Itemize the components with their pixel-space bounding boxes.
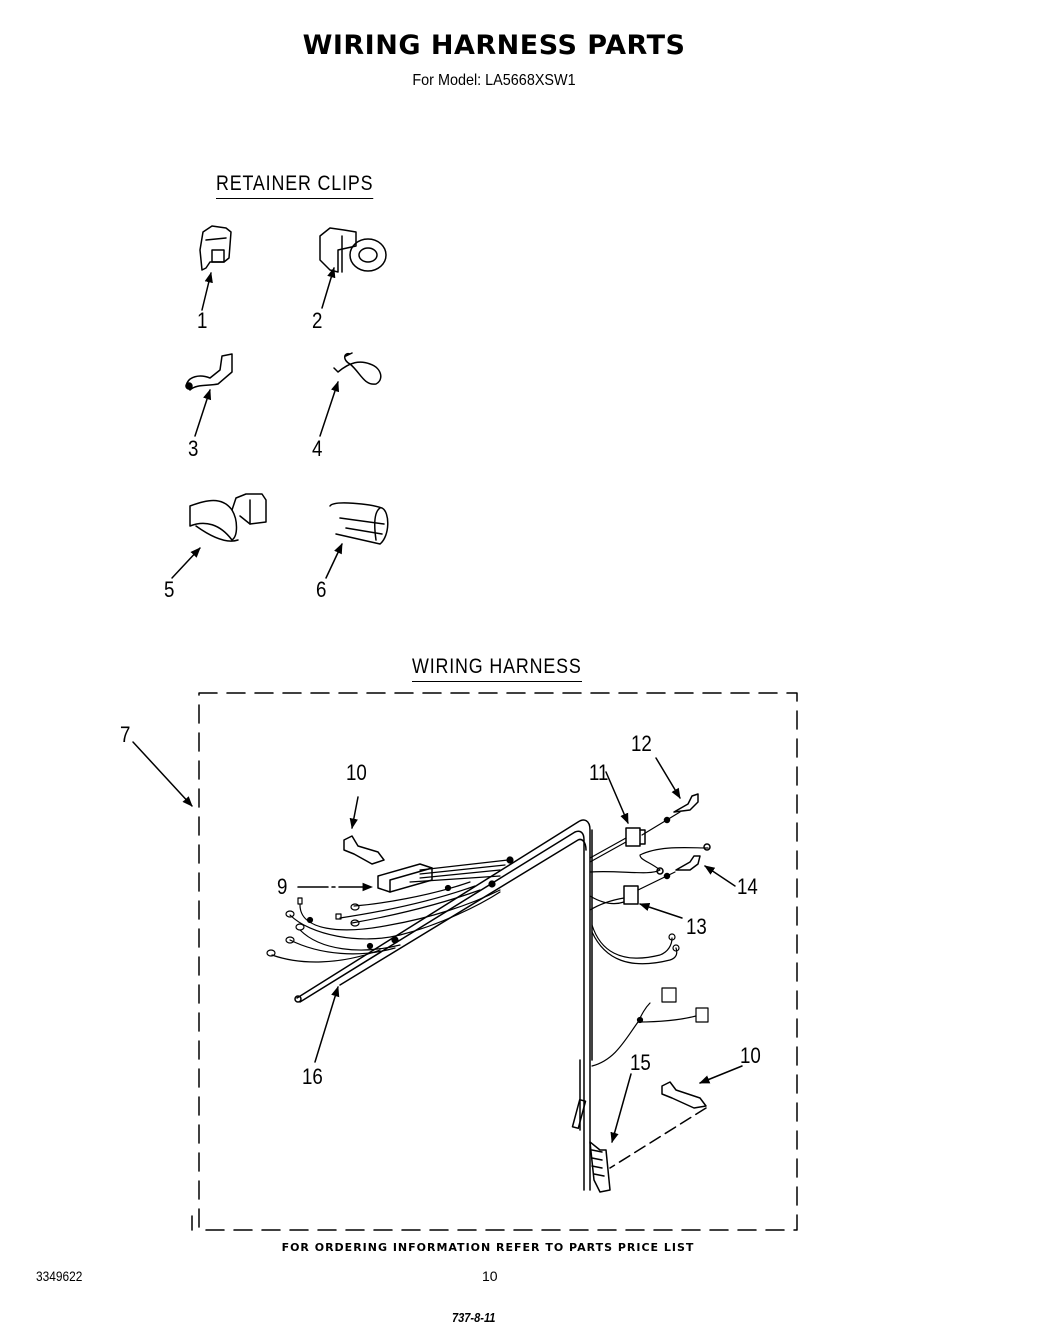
callout-16: 16: [302, 1064, 323, 1089]
callout-4: 4: [312, 436, 323, 461]
ordering-note: FOR ORDERING INFORMATION REFER TO PARTS …: [281, 1241, 695, 1254]
callout-12: 12: [631, 731, 652, 756]
clip-4-icon: [319, 352, 382, 437]
callout-16-arrow: [314, 985, 340, 1063]
harness-frame: [198, 692, 798, 1231]
callout-10-lower: 10: [740, 1043, 761, 1068]
callout-11: 11: [589, 760, 609, 785]
terminal-lower-icon: [609, 1065, 743, 1169]
callout-15: 15: [630, 1050, 651, 1075]
callout-3: 3: [188, 436, 199, 461]
callout-7-arrow: [132, 741, 193, 807]
callout-13: 13: [686, 914, 707, 939]
callout-7: 7: [120, 722, 131, 747]
clip-5-icon: [171, 493, 267, 579]
lower-leads-icon: [591, 924, 709, 1067]
callout-14: 14: [737, 874, 758, 899]
multi-connector-icon: [589, 1073, 632, 1193]
page-number: 10: [482, 1268, 498, 1284]
callout-9: 9: [277, 874, 288, 899]
page-title: WIRING HARNESS PARTS: [302, 30, 686, 61]
harness-trunk-icon: [294, 819, 593, 1191]
callout-1: 1: [197, 308, 208, 333]
clip-6-icon: [325, 502, 389, 579]
connector-upper-icon: [589, 757, 699, 863]
connector-lower-icon: [589, 843, 736, 919]
terminal-upper-icon: [343, 796, 385, 865]
loose-leads-icon: [266, 856, 514, 963]
callout-2: 2: [312, 308, 323, 333]
connector-block-icon: [377, 859, 509, 893]
clip-3-icon: [185, 353, 233, 437]
callout-10-upper: 10: [346, 760, 367, 785]
clip-2-icon: [319, 227, 387, 309]
wiring-harness-heading: WIRING HARNESS: [412, 655, 582, 682]
document-number: 3349622: [36, 1268, 83, 1284]
handwritten-code: 737-8-11: [452, 1310, 496, 1325]
callout-5: 5: [164, 577, 175, 602]
callout-6: 6: [316, 577, 327, 602]
clip-1-icon: [199, 225, 232, 311]
retainer-clips-heading: RETAINER CLIPS: [216, 172, 374, 199]
model-subtitle: For Model: LA5668XSW1: [412, 72, 576, 89]
